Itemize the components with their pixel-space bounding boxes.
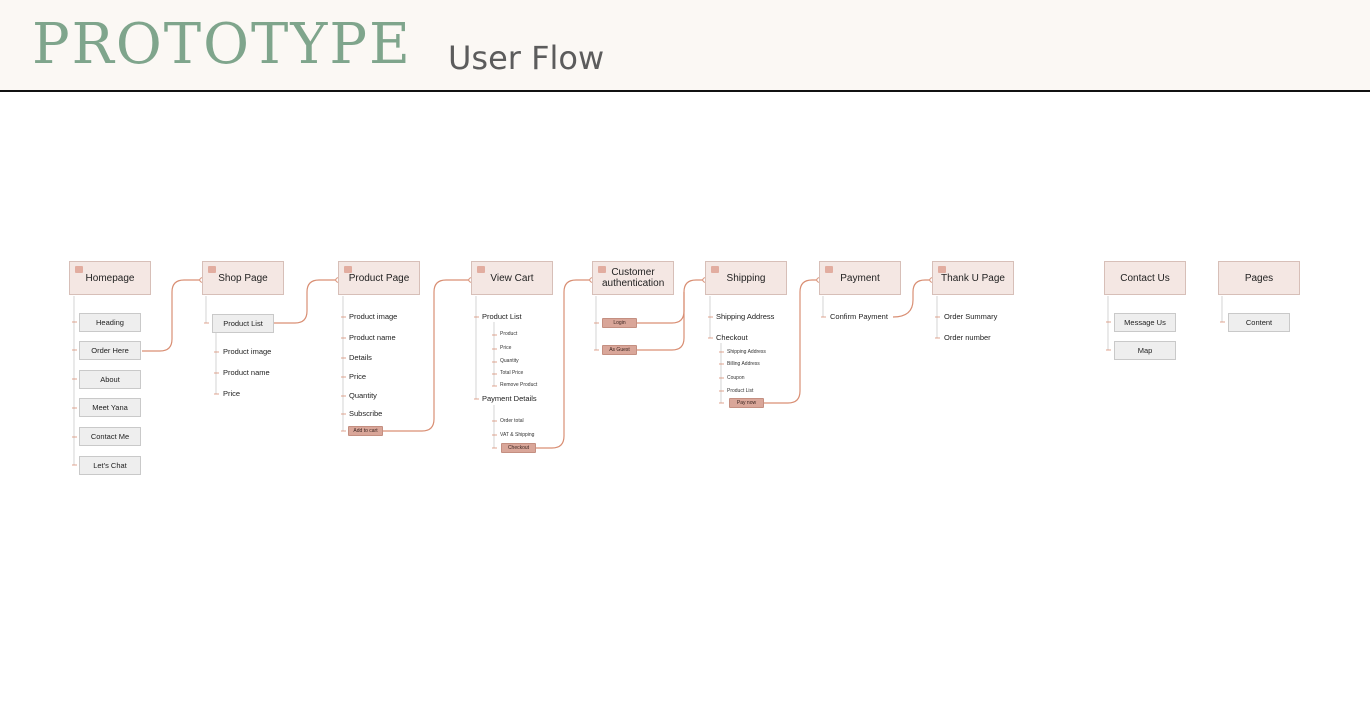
product-item-price: Price: [349, 372, 367, 381]
cart-sub-quantity: Quantity: [500, 358, 519, 364]
node-number-badge: [825, 266, 833, 273]
cart-sub-remove-product: Remove Product: [500, 382, 538, 388]
node-label: Shipping: [726, 272, 766, 284]
homepage-item-heading[interactable]: Heading: [79, 313, 141, 332]
shop-item-product-list[interactable]: Product List: [212, 314, 274, 333]
node-number-badge: [598, 266, 606, 273]
shipping-sub-billing-address: Billing Address: [727, 361, 760, 367]
homepage-item-lets-chat[interactable]: Let's Chat: [79, 456, 141, 475]
shipping-sub-shipping-address: Shipping Address: [727, 349, 766, 355]
product-item-quantity: Quantity: [349, 391, 377, 400]
flow-connector: [764, 279, 819, 404]
node-pages[interactable]: Pages: [1218, 261, 1300, 295]
cart-sub-order-total: Order total: [500, 418, 524, 424]
shop-sub-price: Price: [223, 389, 241, 398]
node-number-badge: [477, 266, 485, 273]
node-number-badge: [75, 266, 83, 273]
thanks-order-number: Order number: [944, 333, 991, 342]
shop-sub-product-name: Product name: [223, 368, 270, 377]
node-thank-u-page[interactable]: Thank U Page: [932, 261, 1014, 295]
node-number-badge: [344, 266, 352, 273]
page-subtitle: User Flow: [448, 39, 605, 77]
node-number-badge: [208, 266, 216, 273]
product-item-image: Product image: [349, 312, 398, 321]
node-label: Contact Us: [1120, 272, 1170, 284]
header-bar: PROTOTYPE User Flow: [0, 0, 1370, 92]
shop-sub-product-image: Product image: [223, 347, 272, 356]
product-item-subscribe: Subscribe: [349, 409, 383, 418]
flow-connector: [892, 279, 932, 318]
flow-connector: [637, 292, 685, 351]
homepage-item-about[interactable]: About: [79, 370, 141, 389]
node-contact-us[interactable]: Contact Us: [1104, 261, 1186, 295]
node-homepage[interactable]: Homepage: [69, 261, 151, 295]
pages-item-content[interactable]: Content: [1228, 313, 1290, 332]
node-label: Product Page: [348, 272, 410, 284]
node-label: Shop Page: [218, 272, 268, 284]
cart-payment-details-label: Payment Details: [482, 394, 537, 403]
homepage-item-order-here[interactable]: Order Here: [79, 341, 141, 360]
shipping-address-label: Shipping Address: [716, 312, 775, 321]
checkout-button[interactable]: Checkout: [501, 443, 536, 453]
payment-confirm-label: Confirm Payment: [830, 312, 888, 321]
node-label: Customer authentication: [602, 267, 665, 289]
shipping-checkout-label: Checkout: [716, 333, 748, 342]
shipping-sub-coupon: Coupon: [727, 375, 745, 381]
node-number-badge: [711, 266, 719, 273]
flow-connector: [274, 279, 338, 324]
node-shop-page[interactable]: Shop Page: [202, 261, 284, 295]
node-product-page[interactable]: Product Page: [338, 261, 420, 295]
product-item-name: Product name: [349, 333, 396, 342]
shipping-sub-product-list: Product List: [727, 388, 754, 394]
node-label: Payment: [840, 272, 880, 284]
homepage-item-contact-me[interactable]: Contact Me: [79, 427, 141, 446]
contact-item-map[interactable]: Map: [1114, 341, 1176, 360]
node-customer-authentication[interactable]: Customer authentication: [592, 261, 674, 295]
pay-now-button[interactable]: Pay now: [729, 398, 764, 408]
login-button[interactable]: Login: [602, 318, 637, 328]
node-number-badge: [938, 266, 946, 273]
thanks-order-summary: Order Summary: [944, 312, 998, 321]
cart-product-list-label: Product List: [482, 312, 522, 321]
flow-connector: [383, 279, 471, 432]
node-shipping[interactable]: Shipping: [705, 261, 787, 295]
cart-sub-price: Price: [500, 345, 512, 351]
node-label: Pages: [1244, 272, 1274, 284]
homepage-item-meet-yana[interactable]: Meet Yana: [79, 398, 141, 417]
node-payment[interactable]: Payment: [819, 261, 901, 295]
page-title: PROTOTYPE: [32, 12, 412, 77]
flow-connector: [536, 279, 592, 449]
contact-item-message-us[interactable]: Message Us: [1114, 313, 1176, 332]
guest-button[interactable]: As Guest: [602, 345, 637, 355]
node-label: View Cart: [490, 272, 534, 284]
cart-sub-total-price: Total Price: [500, 370, 524, 376]
flow-connector: [142, 279, 202, 352]
node-label: Homepage: [85, 272, 135, 284]
cart-sub-vat-shipping: VAT & Shipping: [500, 432, 535, 438]
add-to-cart-button[interactable]: Add to cart: [348, 426, 383, 436]
cart-sub-product: Product: [500, 331, 518, 337]
node-view-cart[interactable]: View Cart: [471, 261, 553, 295]
node-label: Thank U Page: [941, 272, 1005, 284]
product-item-details: Details: [349, 353, 372, 362]
